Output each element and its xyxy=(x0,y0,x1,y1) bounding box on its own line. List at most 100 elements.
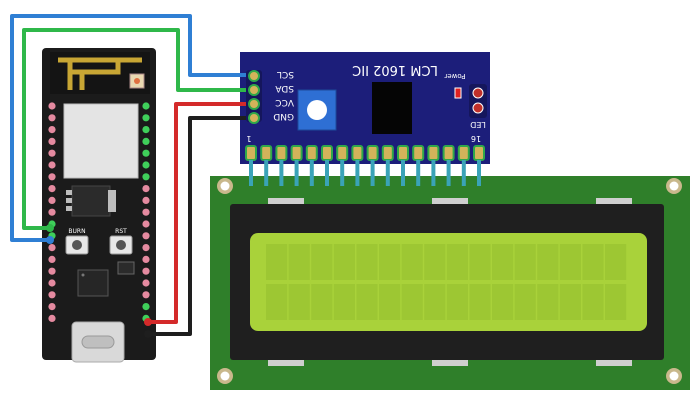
mcu-pin xyxy=(142,114,150,122)
mcu-pin xyxy=(48,291,56,299)
small-component xyxy=(117,261,135,275)
mcu-pin-header-right xyxy=(142,102,150,322)
burn-label: BURN xyxy=(68,228,85,235)
wire-gnd-end xyxy=(144,330,152,338)
lcd-char-cell xyxy=(537,284,559,320)
pin-label-gnd: GND xyxy=(273,111,294,121)
header-pin-leg xyxy=(370,160,375,186)
lcd-char-cell xyxy=(356,244,378,280)
wire-scl-blue[interactable] xyxy=(10,14,246,242)
lcd-char-cell xyxy=(582,284,604,320)
bezel-clip xyxy=(596,198,632,204)
bezel-clip xyxy=(432,360,468,366)
lcd-char-cell xyxy=(469,244,491,280)
header-pin-pad xyxy=(442,145,455,161)
lcd-char-cell xyxy=(266,284,288,320)
mcu-pin xyxy=(48,314,56,322)
antenna-trace xyxy=(58,57,142,90)
lcd-char-cell xyxy=(288,244,310,280)
header-pin-leg xyxy=(477,160,481,186)
power-label: Power xyxy=(444,72,465,80)
wire-gnd-black[interactable] xyxy=(148,116,246,336)
mcu-pin xyxy=(48,149,56,157)
lcd-char-cell xyxy=(311,244,333,280)
pin-gnd-pad xyxy=(248,112,260,124)
header-pin-leg xyxy=(279,160,284,186)
mcu-pin xyxy=(142,173,150,181)
header-pin-pad xyxy=(305,145,318,161)
pin-number-first: 1 xyxy=(246,134,251,143)
mcu-pin xyxy=(142,232,150,240)
mcu-pin xyxy=(48,185,56,193)
jumper-pin xyxy=(472,102,484,114)
lcd-char-cell xyxy=(424,244,446,280)
mcu-pin xyxy=(48,137,56,145)
header-pin-leg xyxy=(309,160,314,186)
mcu-pin-header-left xyxy=(48,102,56,322)
lcd-display xyxy=(210,176,690,390)
lcd-char-cell xyxy=(492,244,514,280)
bezel-clip xyxy=(268,360,304,366)
pin-label-sda: SDA xyxy=(275,83,294,93)
mcu-pin xyxy=(48,102,56,110)
pcf8574-chip xyxy=(372,82,412,134)
led-label: LED xyxy=(470,120,486,129)
burn-button[interactable] xyxy=(65,235,89,255)
mcu-pin xyxy=(142,279,150,287)
lcd-char-cell xyxy=(379,284,401,320)
mcu-pin xyxy=(48,244,56,252)
header-pin-leg xyxy=(461,160,466,186)
regulator-chip xyxy=(71,185,111,217)
lcd-char-cell xyxy=(356,284,378,320)
rst-button[interactable] xyxy=(109,235,133,255)
mcu-pin xyxy=(48,303,56,311)
bezel-clip xyxy=(596,360,632,366)
mcu-pin xyxy=(48,126,56,134)
lcd-char-cell xyxy=(582,244,604,280)
mount-hole xyxy=(217,368,233,384)
potentiometer-knob[interactable] xyxy=(307,100,327,120)
pin-vcc-pad xyxy=(248,98,260,110)
header-pin-leg xyxy=(401,160,405,186)
lcd-char-cell xyxy=(266,244,288,280)
header-pin-pad xyxy=(351,145,364,161)
header-pin-pad xyxy=(366,145,379,161)
header-pin-pad xyxy=(260,145,273,161)
header-pin-leg xyxy=(294,160,299,186)
mcu-pin xyxy=(142,185,150,193)
wire-vcc-red[interactable] xyxy=(148,102,246,324)
regulator-leg xyxy=(66,190,72,195)
bezel-clip xyxy=(432,198,468,204)
mcu-pin xyxy=(48,279,56,287)
wire-vcc-end xyxy=(144,318,152,326)
mcu-pin xyxy=(142,255,150,263)
header-pin-leg xyxy=(264,160,269,186)
header-pin-leg xyxy=(340,160,345,186)
lcd-char-cell xyxy=(605,284,627,320)
i2c-lcd-pin-row xyxy=(245,145,485,186)
regulator-leg xyxy=(66,198,72,203)
header-pin-pad xyxy=(321,145,333,161)
i2c-module: SCL SDA VCC GND LCM 1602 IIC Power LED 1… xyxy=(240,52,490,186)
header-pin-pad xyxy=(336,145,349,161)
header-pin-leg xyxy=(446,160,451,186)
lcd-character-grid xyxy=(266,244,627,320)
mcu-pin xyxy=(48,196,56,204)
bezel-clip xyxy=(268,198,304,204)
wire-sda-green[interactable] xyxy=(22,28,246,230)
mcu-pin xyxy=(142,149,150,157)
jumper-pin xyxy=(472,87,484,99)
mcu-pin xyxy=(142,137,150,145)
lcd-char-cell xyxy=(514,244,536,280)
pin-label-vcc: VCC xyxy=(275,97,294,107)
rst-label: RST xyxy=(115,228,127,235)
lcd-char-cell xyxy=(514,284,536,320)
lcd-char-cell xyxy=(333,244,355,280)
chip-pin1-dot xyxy=(81,273,85,277)
lcd-char-cell xyxy=(379,244,401,280)
header-pin-pad xyxy=(397,145,409,161)
header-pin-pad xyxy=(473,145,485,161)
mcu-pin xyxy=(48,255,56,263)
